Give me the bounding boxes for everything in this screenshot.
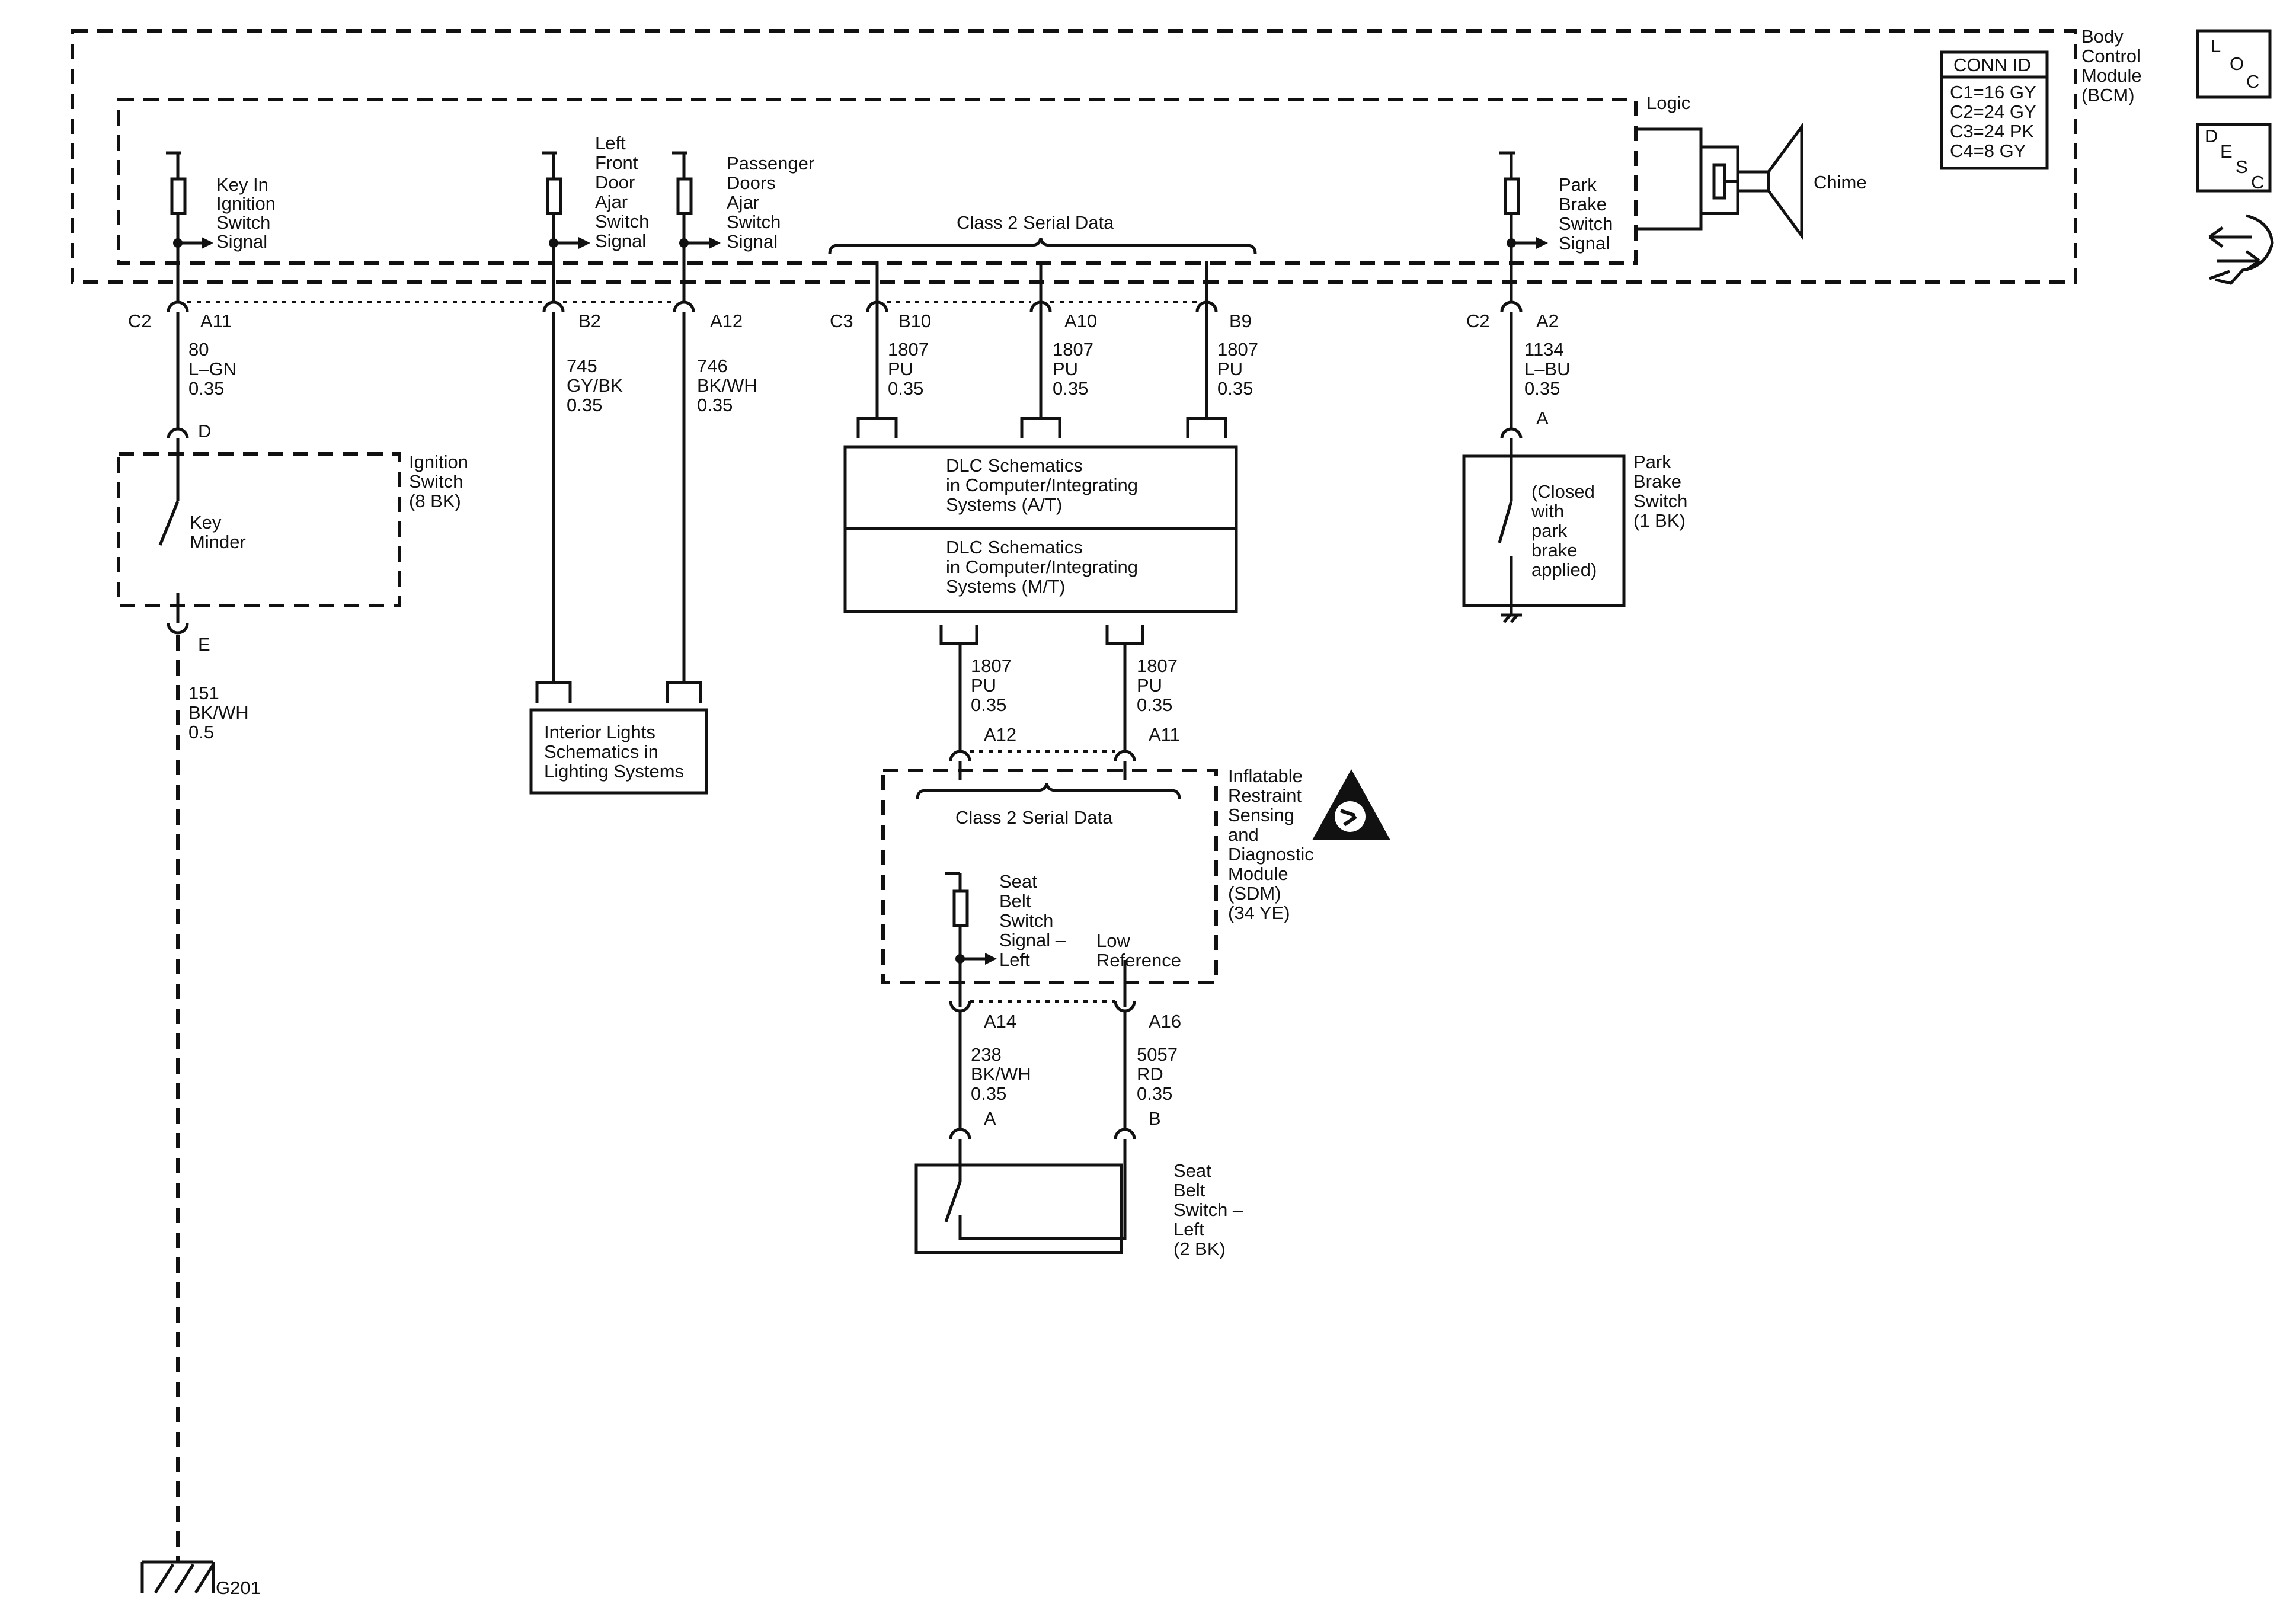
svg-text:B10: B10 <box>898 311 931 331</box>
connector-wrench-icon[interactable] <box>2208 214 2274 285</box>
svg-text:Class 2 Serial Data: Class 2 Serial Data <box>957 212 1114 233</box>
conn-id-table: CONN ID C1=16 GY C2=24 GY C3=24 PK C4=8 … <box>1940 50 2049 170</box>
svg-text:80L–GN0.35: 80L–GN0.35 <box>188 339 236 399</box>
svg-text:C4=8 GY: C4=8 GY <box>1950 140 2026 161</box>
svg-text:D: D <box>198 421 211 441</box>
svg-text:C3=24 PK: C3=24 PK <box>1950 121 2035 142</box>
svg-text:B9: B9 <box>1229 311 1252 331</box>
svg-text:E: E <box>198 634 210 655</box>
svg-text:A16: A16 <box>1149 1011 1181 1032</box>
chime-label: Chime <box>1814 172 1867 193</box>
svg-text:A2: A2 <box>1536 311 1559 331</box>
svg-text:E: E <box>2220 141 2233 162</box>
svg-text:A12: A12 <box>710 311 743 331</box>
svg-text:Class 2 Serial Data: Class 2 Serial Data <box>955 807 1113 828</box>
airbag-warning-icon <box>1312 769 1390 840</box>
bcm-logic-box <box>117 98 1638 265</box>
svg-text:A12: A12 <box>984 724 1016 745</box>
svg-text:A: A <box>984 1108 996 1129</box>
svg-text:C: C <box>2246 71 2259 92</box>
svg-text:A14: A14 <box>984 1011 1016 1032</box>
svg-text:A11: A11 <box>200 311 232 331</box>
svg-text:B2: B2 <box>578 311 601 331</box>
svg-text:D: D <box>2205 126 2218 146</box>
svg-text:A11: A11 <box>1149 724 1180 745</box>
logic-label: Logic <box>1646 92 1690 113</box>
bcm-connectors: C2 A11 B2 A12 C3 B10 A10 B9 C2 A2 <box>128 300 1559 331</box>
svg-text:C2: C2 <box>1466 311 1490 331</box>
ground-g201: G201 <box>140 1560 261 1598</box>
svg-text:C3: C3 <box>830 311 853 331</box>
svg-text:C2=24 GY: C2=24 GY <box>1950 101 2036 122</box>
chime: Chime <box>1636 122 1867 241</box>
class2-serial-data-bus: Class 2 Serial Data <box>828 212 1257 254</box>
desc-icon[interactable]: D E S C <box>2196 123 2272 193</box>
bcm-outer-box <box>71 29 2077 284</box>
ground-label: G201 <box>216 1577 261 1598</box>
svg-text:L: L <box>2211 36 2221 56</box>
svg-text:O: O <box>2230 53 2244 74</box>
svg-text:B: B <box>1149 1108 1161 1129</box>
svg-text:C1=16 GY: C1=16 GY <box>1950 82 2036 103</box>
svg-text:S: S <box>2236 156 2248 177</box>
loc-icon[interactable]: L O C <box>2196 29 2272 99</box>
svg-text:CONN ID: CONN ID <box>1953 55 2031 75</box>
bcm-name: Body Control Module (BCM) <box>2081 26 2147 105</box>
svg-text:A10: A10 <box>1064 311 1097 331</box>
svg-text:C: C <box>2251 172 2264 193</box>
svg-text:C2: C2 <box>128 311 152 331</box>
svg-text:A: A <box>1536 408 1549 428</box>
